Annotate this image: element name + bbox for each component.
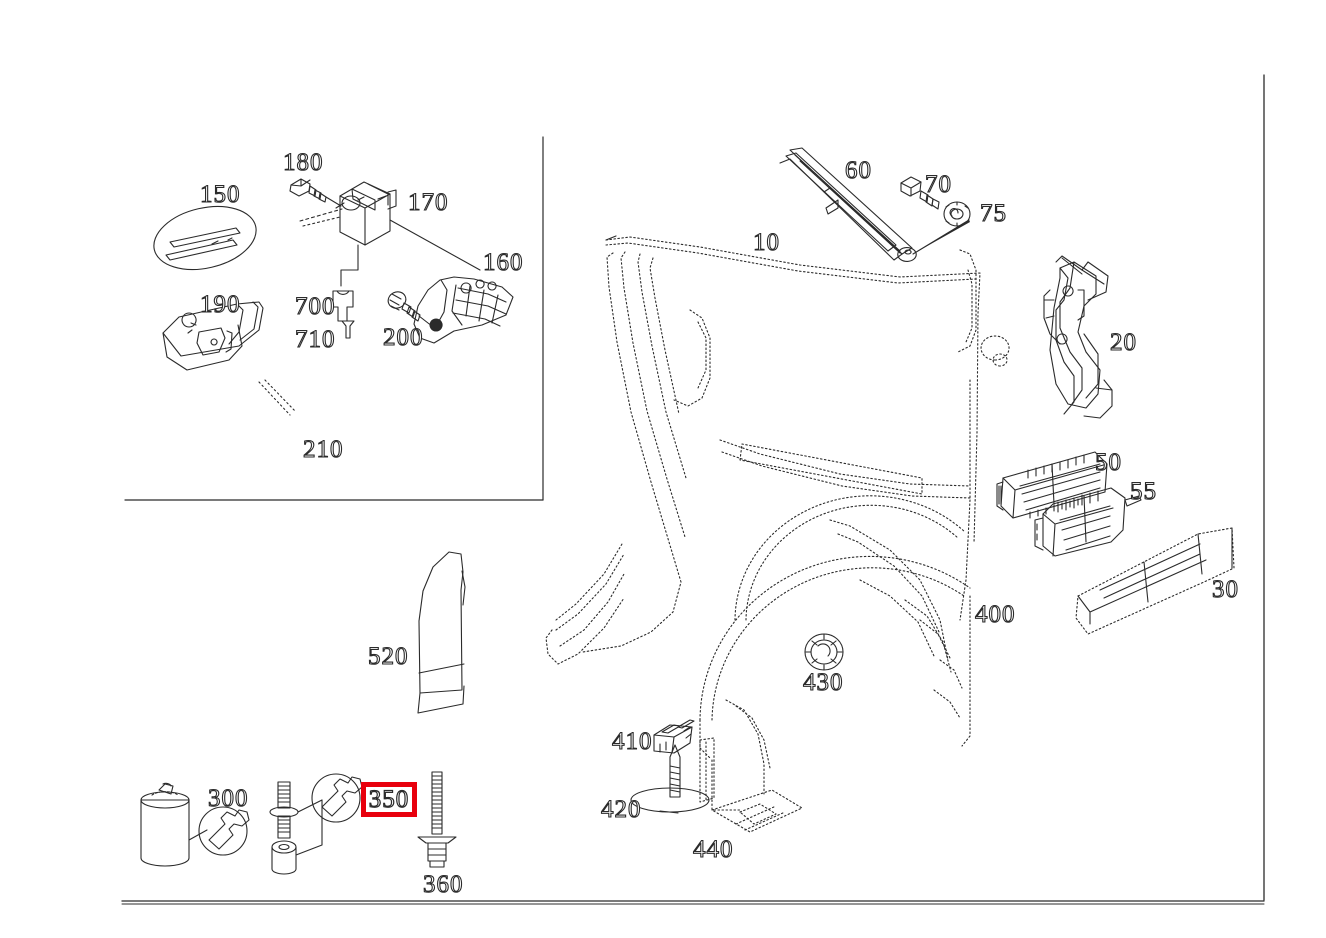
part-190-housing — [162, 301, 264, 371]
label-210: 210 — [302, 436, 344, 463]
label-700: 700 — [294, 293, 336, 320]
part-20-reinforcement-bracket — [1043, 255, 1113, 419]
part-50-vent-insert — [996, 451, 1108, 519]
label-200: 200 — [382, 324, 424, 351]
leader-lines — [605, 235, 617, 241]
label-410: 410 — [611, 728, 653, 755]
label-190: 190 — [199, 291, 241, 318]
label-10: 10 — [752, 229, 780, 256]
part-170-latch-block — [299, 181, 397, 287]
label-75: 75 — [979, 200, 1007, 227]
part-710-pin — [341, 320, 355, 339]
part-30-sill-rail — [1075, 527, 1235, 635]
part-430-grommet — [804, 633, 844, 671]
inset-detail-box-border — [124, 136, 544, 501]
label-20: 20 — [1109, 329, 1137, 356]
label-300: 300 — [207, 785, 249, 812]
part-160-mesh-bracket — [389, 219, 514, 344]
highlight-inner-fill — [366, 787, 412, 812]
part-400-wheel-arch-liner — [699, 495, 971, 811]
label-520: 520 — [367, 643, 409, 670]
highlighted-part-number-350[interactable]: 350 — [361, 782, 417, 817]
part-700-clip — [332, 290, 354, 322]
label-70: 70 — [924, 171, 952, 198]
part-180-stud — [289, 178, 342, 207]
label-60: 60 — [844, 157, 872, 184]
label-160: 160 — [482, 249, 524, 276]
part-300-wrench-callout — [198, 806, 250, 856]
part-350-wrench-callout — [311, 773, 363, 823]
part-360-blind-rivet — [417, 771, 457, 868]
part-420-expanding-rivet — [630, 744, 710, 814]
part-150-oval-trim — [153, 205, 257, 271]
part-10-quarter-panel — [545, 236, 1010, 665]
label-55: 55 — [1129, 478, 1157, 505]
part-300-spray-can — [140, 782, 208, 867]
part-440-underbody-shield — [699, 737, 803, 833]
part-60-hinge-arm — [779, 147, 917, 262]
part-350-stud — [269, 781, 323, 839]
label-430: 430 — [802, 669, 844, 696]
part-55-vent-valve — [1034, 487, 1142, 557]
part-520-pillar-cover — [417, 551, 466, 714]
part-200-screw — [387, 291, 438, 331]
part-75-washer — [912, 201, 971, 255]
label-170: 170 — [407, 189, 449, 216]
label-30: 30 — [1211, 576, 1239, 603]
part-410-clamp-clip — [653, 719, 695, 754]
label-710: 710 — [294, 326, 336, 353]
label-400: 400 — [974, 601, 1016, 628]
label-50: 50 — [1094, 449, 1122, 476]
highlight-label-350: 350 — [368, 785, 410, 813]
page-border — [121, 74, 1265, 905]
label-420: 420 — [600, 796, 642, 823]
part-70-bolt — [900, 176, 940, 210]
label-360: 360 — [422, 871, 464, 898]
label-150: 150 — [199, 181, 241, 208]
part-210-seal-strip — [258, 379, 297, 416]
part-350-screw — [271, 799, 323, 875]
label-440: 440 — [692, 836, 734, 863]
label-180: 180 — [282, 149, 324, 176]
